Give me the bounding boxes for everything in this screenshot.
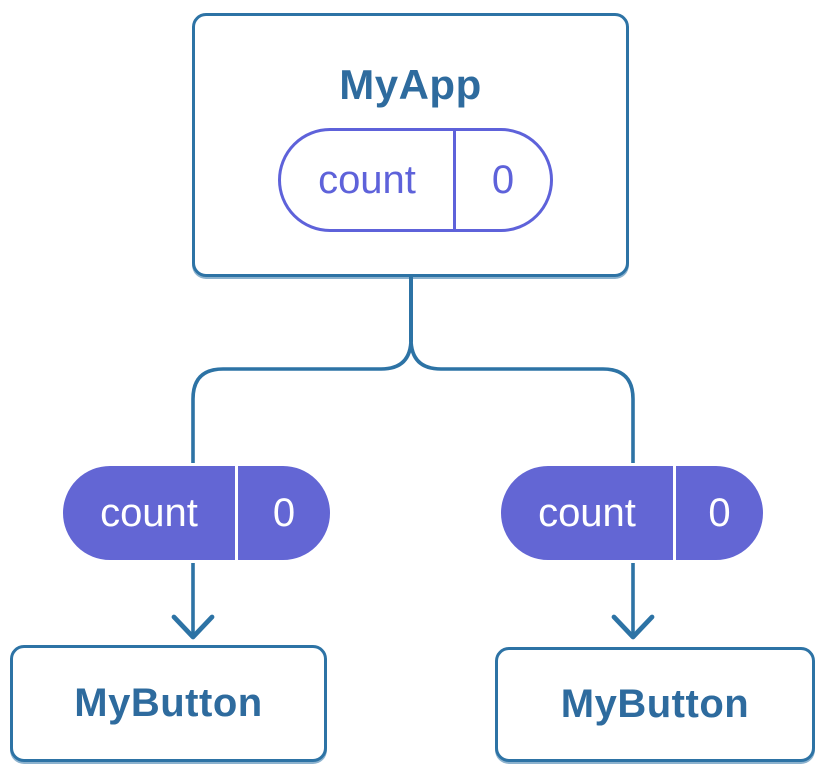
- root-state-pill: count 0: [278, 128, 553, 232]
- connector-branch-right: [409, 337, 635, 635]
- down-arrowhead-left-icon: [171, 614, 215, 640]
- child-left-prop-pill: count 0: [60, 463, 333, 563]
- child-left-prop-key-label: count: [63, 466, 238, 560]
- component-node-child-right: MyButton: [495, 647, 815, 762]
- child-left-node-title: MyButton: [74, 681, 263, 725]
- down-arrowhead-right-icon: [611, 614, 655, 640]
- child-right-prop-value: 0: [708, 490, 731, 535]
- root-state-key-label: count: [281, 131, 456, 229]
- component-node-child-left: MyButton: [10, 645, 327, 762]
- child-right-node-title: MyButton: [560, 682, 750, 726]
- child-right-prop-pill: count 0: [498, 463, 766, 563]
- root-node-title: MyApp: [339, 61, 482, 108]
- root-state-value: 0: [491, 157, 515, 202]
- child-left-prop-value: 0: [272, 490, 296, 535]
- child-right-prop-key-label: count: [501, 466, 676, 560]
- connector-branch-left: [191, 337, 413, 635]
